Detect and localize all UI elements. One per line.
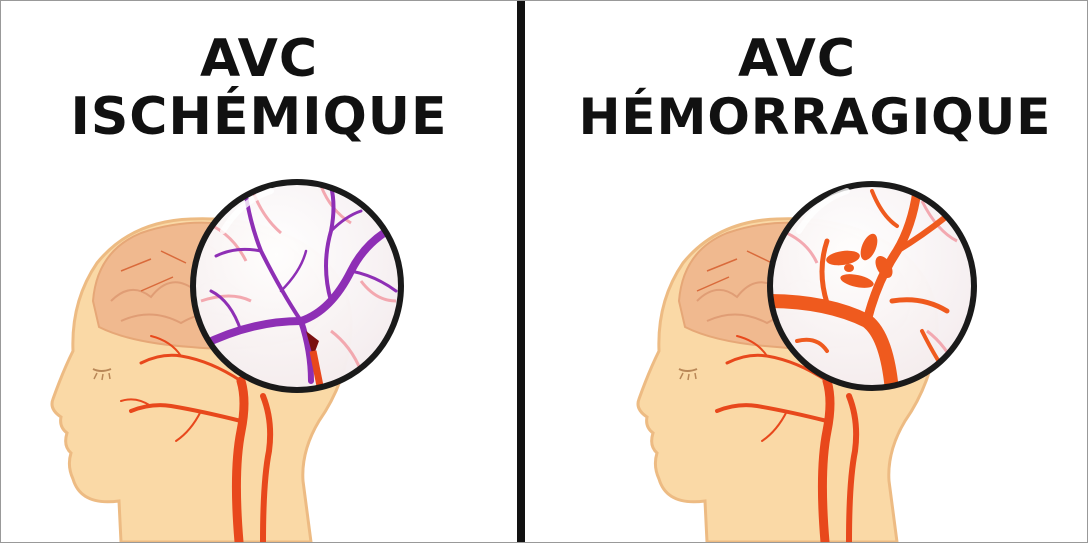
ischemic-illustration	[1, 1, 517, 542]
magnifier-lens-icon	[767, 184, 974, 391]
panel-divider	[517, 1, 525, 542]
ischemic-panel: AVC ISCHÉMIQUE	[1, 1, 517, 542]
hemorrhagic-panel: AVC HÉMORRAGIQUE	[527, 1, 1087, 542]
hemorrhagic-illustration	[527, 1, 1087, 542]
